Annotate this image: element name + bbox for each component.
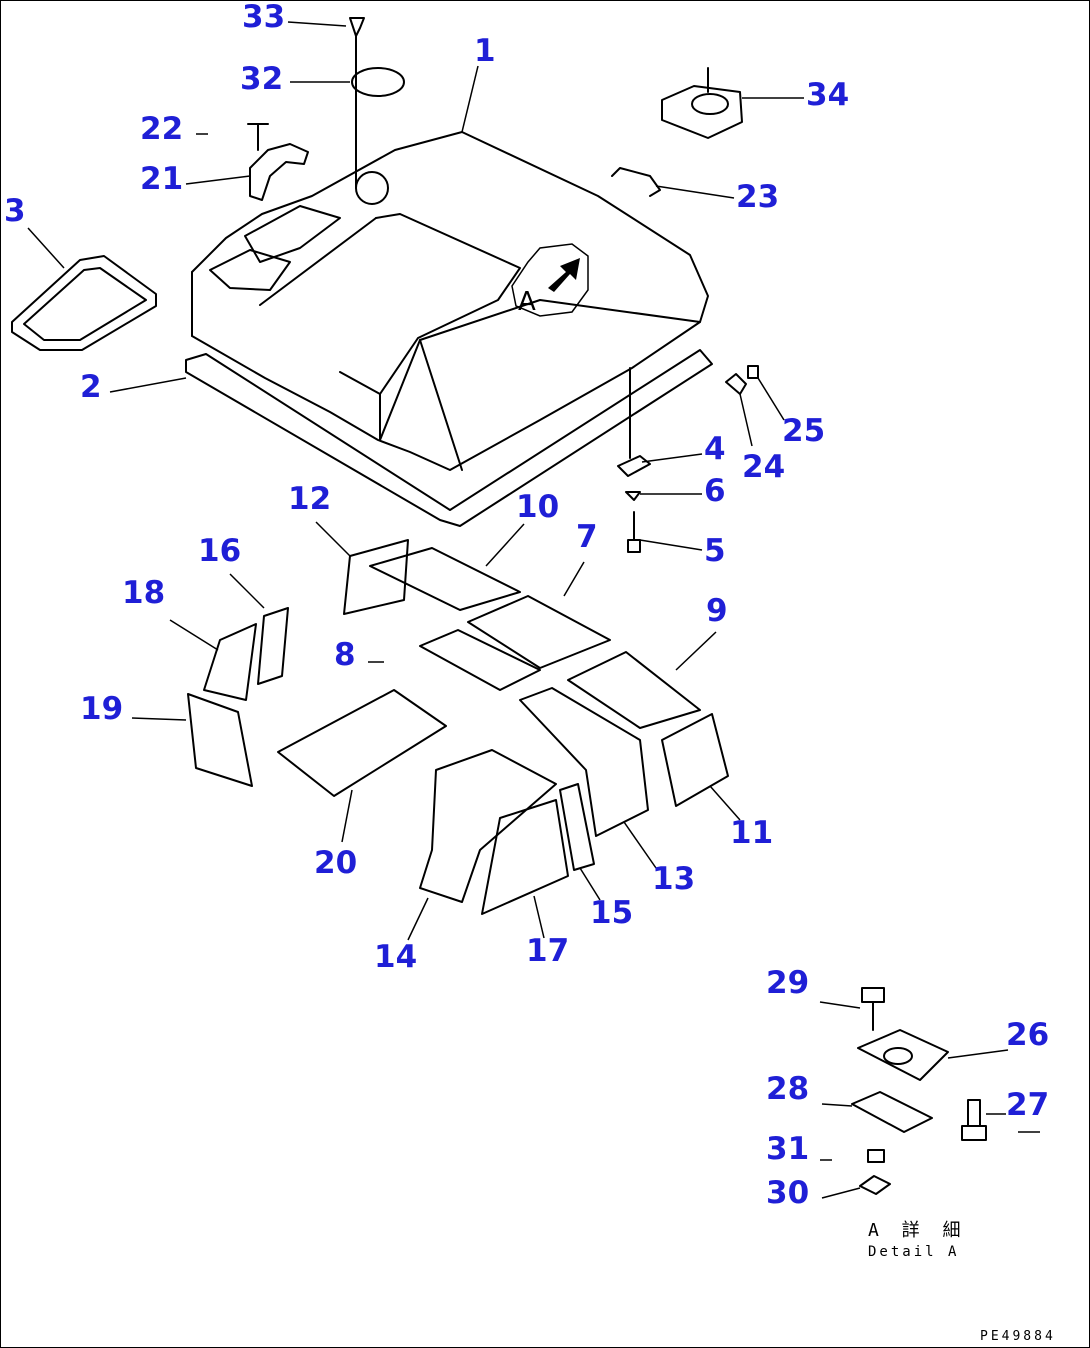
- callout-14: 14: [374, 939, 418, 975]
- cover-part-1: [191, 131, 709, 471]
- bolt-part-29: [861, 987, 885, 1031]
- screw-part-22: [247, 123, 269, 151]
- nut-part-24: [725, 373, 747, 395]
- callout-13: 13: [652, 861, 696, 897]
- insulation-part-19: [187, 693, 253, 787]
- callout-9: 9: [706, 593, 728, 629]
- pad-part-34: [661, 85, 743, 139]
- callout-19: 19: [80, 691, 124, 727]
- insulation-part-13: [519, 687, 649, 837]
- callout-20: 20: [314, 845, 358, 881]
- callout-2: 2: [80, 369, 102, 405]
- callout-16: 16: [198, 533, 242, 569]
- insulation-part-14: [419, 749, 557, 903]
- callout-1: 1: [474, 33, 496, 69]
- clip-part-4: [617, 455, 651, 477]
- insulation-part-15: [559, 783, 595, 871]
- callout-33: 33: [242, 0, 286, 35]
- callout-28: 28: [766, 1071, 810, 1107]
- insulation-part-9: [567, 651, 701, 729]
- insulation-part-20: [277, 689, 447, 797]
- view-a-indicator: A: [511, 243, 589, 317]
- callout-6: 6: [704, 473, 726, 509]
- callout-30: 30: [766, 1175, 810, 1211]
- washer-part-6: [625, 491, 641, 501]
- insulation-part-16: [257, 607, 289, 685]
- bolt-part-5: [627, 511, 641, 553]
- callout-34: 34: [806, 77, 850, 113]
- callout-7: 7: [576, 519, 598, 555]
- pad-hole: [691, 93, 729, 115]
- callout-23: 23: [736, 179, 780, 215]
- hook-part-23: [611, 167, 661, 197]
- callout-17: 17: [526, 933, 570, 969]
- callout-10: 10: [516, 489, 560, 525]
- callout-12: 12: [288, 481, 332, 517]
- callout-26: 26: [1006, 1017, 1050, 1053]
- callout-24: 24: [742, 449, 786, 485]
- plate-part-26: [857, 1029, 949, 1081]
- bracket-part-28: [851, 1091, 933, 1133]
- insulation-part-8: [419, 629, 541, 691]
- insulation-part-12: [343, 539, 409, 615]
- seal-part-2: [185, 349, 713, 527]
- leader-lines: [27, 21, 1040, 1199]
- insulation-part-18: [203, 623, 257, 701]
- detail-label-en: Detail A: [868, 1244, 960, 1260]
- detail-label-jp: A 詳 細: [868, 1220, 967, 1241]
- insulation-part-11: [661, 713, 729, 807]
- callout-8: 8: [334, 637, 356, 673]
- filter-part-32: [351, 67, 405, 97]
- drawing-number: PE49884: [980, 1329, 1056, 1344]
- nut-part-31: [867, 1149, 885, 1163]
- view-marker: A: [518, 287, 536, 317]
- handle-part-21: [249, 143, 309, 201]
- callout-3: 3: [4, 193, 26, 229]
- callout-4: 4: [704, 431, 726, 467]
- callout-32: 32: [240, 61, 284, 97]
- callout-11: 11: [730, 815, 774, 851]
- insulation-part-17: [481, 799, 569, 915]
- callout-18: 18: [122, 575, 166, 611]
- callout-21: 21: [140, 161, 184, 197]
- cap-part-33: [349, 17, 365, 37]
- bolt-part-27: [961, 1099, 987, 1141]
- washer-part-25: [747, 365, 759, 379]
- gasket-part-3: [11, 255, 157, 351]
- callout-5: 5: [704, 533, 726, 569]
- callout-25: 25: [782, 413, 826, 449]
- washer-part-30: [859, 1175, 891, 1195]
- callout-31: 31: [766, 1131, 810, 1167]
- insulation-part-7: [467, 595, 611, 669]
- callout-15: 15: [590, 895, 634, 931]
- callout-22: 22: [140, 111, 184, 147]
- callout-29: 29: [766, 965, 810, 1001]
- callout-27: 27: [1006, 1087, 1050, 1123]
- insulation-part-10: [369, 547, 521, 611]
